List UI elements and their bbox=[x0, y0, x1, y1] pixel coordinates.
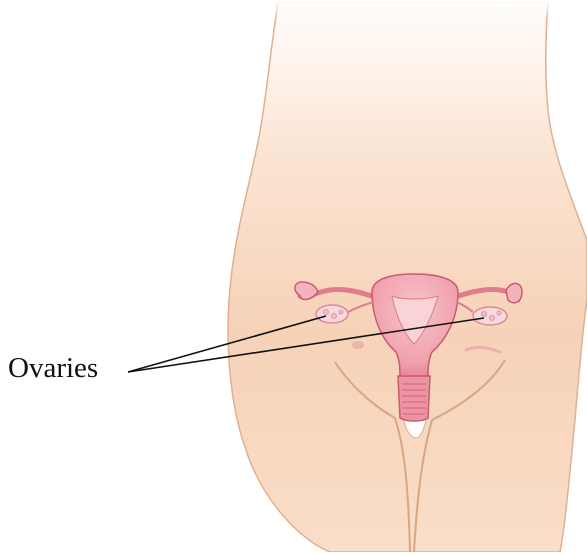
ovaries-label: Ovaries bbox=[8, 354, 98, 383]
right-fimbriae bbox=[506, 283, 522, 302]
torso-top-fade bbox=[262, 0, 552, 110]
left-shadow-mark bbox=[352, 341, 364, 349]
